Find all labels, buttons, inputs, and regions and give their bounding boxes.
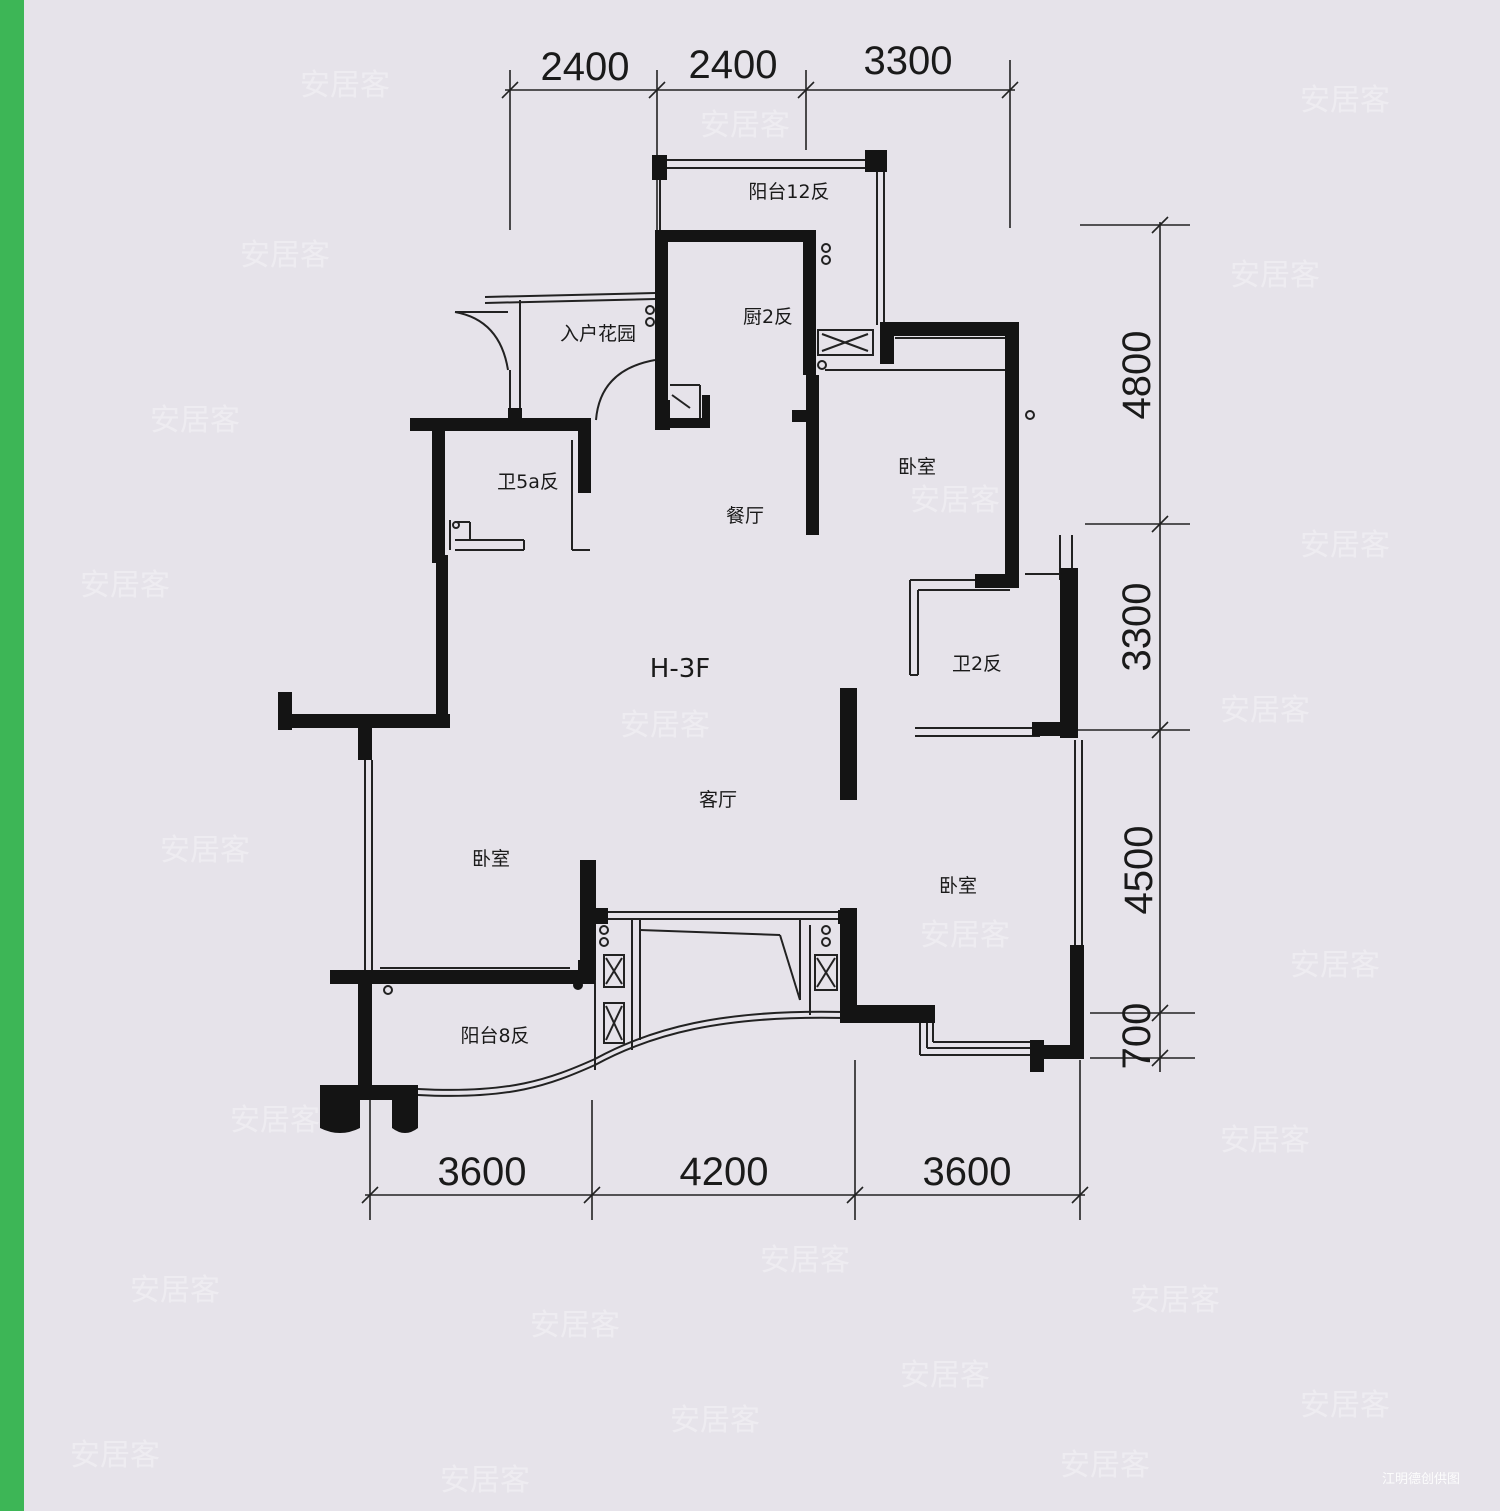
room-label-entry-garden: 入户花园 — [560, 323, 636, 345]
pipe-markers — [383, 243, 1035, 995]
watermark: 安居客 — [760, 1243, 850, 1278]
room-label-bath-left: 卫5a反 — [497, 471, 559, 493]
dimension-lines-top — [501, 60, 1019, 230]
dimension-top-2: 2400 — [689, 43, 778, 87]
dimension-bottom-1: 3600 — [438, 1150, 527, 1194]
watermark: 安居客 — [620, 708, 710, 743]
room-label-bedroom-top-right: 卧室 — [898, 456, 936, 478]
dimension-right-2: 3300 — [1115, 583, 1159, 672]
watermark: 安居客 — [700, 108, 790, 143]
watermark: 安居客 — [300, 68, 390, 103]
dimension-lines-bottom — [361, 1060, 1089, 1220]
watermark-layer: 安居客 安居客 安居客 安居客 安居客 安居客 安居客 安居客 安居客 安居客 … — [70, 68, 1390, 1498]
green-edge — [0, 0, 24, 1511]
dimension-lines-right — [1075, 216, 1195, 1072]
watermark: 安居客 — [920, 918, 1010, 953]
watermark: 安居客 — [1220, 1123, 1310, 1158]
watermark: 安居客 — [230, 1103, 320, 1138]
watermark: 安居客 — [1220, 693, 1310, 728]
plan-label: H-3F — [650, 654, 710, 684]
watermark: 安居客 — [910, 483, 1000, 518]
watermark: 安居客 — [1300, 83, 1390, 118]
room-label-balcony-bottom: 阳台8反 — [460, 1025, 529, 1047]
dimension-right-1: 4800 — [1115, 331, 1159, 420]
dimension-top-3: 3300 — [864, 39, 953, 83]
room-label-bedroom-left: 卧室 — [472, 848, 510, 870]
watermark: 安居客 — [80, 568, 170, 603]
watermark: 安居客 — [530, 1308, 620, 1343]
image-credit: 江明德创供图 — [1381, 1472, 1460, 1487]
thick-walls — [278, 150, 1084, 1133]
watermark: 安居客 — [1060, 1448, 1150, 1483]
watermark: 安居客 — [70, 1438, 160, 1473]
room-label-balcony-top: 阳台12反 — [748, 181, 829, 203]
dimension-top-1: 2400 — [541, 45, 630, 89]
watermark: 安居客 — [1130, 1283, 1220, 1318]
watermark: 安居客 — [150, 403, 240, 438]
watermark: 安居客 — [440, 1463, 530, 1498]
room-label-bedroom-right: 卧室 — [939, 875, 977, 897]
dimension-bottom-3: 3600 — [923, 1150, 1012, 1194]
watermark: 安居客 — [1290, 948, 1380, 983]
watermark: 安居客 — [1300, 1388, 1390, 1423]
watermark: 安居客 — [670, 1403, 760, 1438]
room-label-living: 客厅 — [699, 789, 737, 811]
room-label-bath-right: 卫2反 — [952, 653, 1002, 675]
thin-walls — [364, 159, 1083, 1097]
watermark: 安居客 — [130, 1273, 220, 1308]
watermark: 安居客 — [240, 238, 330, 273]
room-label-kitchen: 厨2反 — [743, 306, 793, 328]
watermark: 安居客 — [1300, 528, 1390, 563]
watermark: 安居客 — [900, 1358, 990, 1393]
watermark: 安居客 — [160, 833, 250, 868]
room-label-dining: 餐厅 — [726, 505, 764, 527]
dimension-right-4: 700 — [1115, 1003, 1159, 1070]
dimension-right-3: 4500 — [1117, 826, 1161, 915]
watermark: 安居客 — [1230, 258, 1320, 293]
dimension-bottom-2: 4200 — [680, 1150, 769, 1194]
